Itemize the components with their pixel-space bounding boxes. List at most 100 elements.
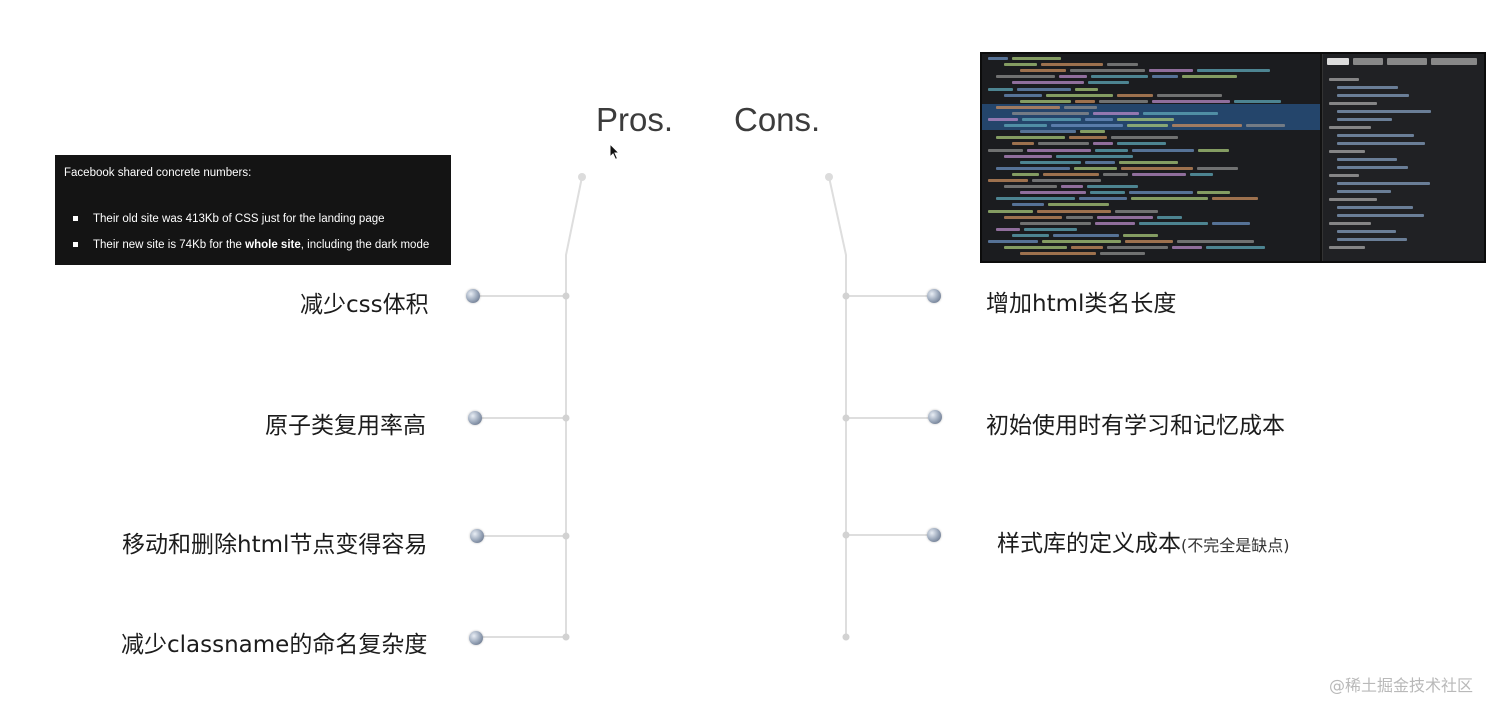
devtools-styles-panel <box>1322 54 1484 261</box>
devtools-code-token <box>1132 172 1186 176</box>
devtools-code-token <box>1074 166 1117 170</box>
devtools-code-token <box>1115 209 1158 213</box>
devtools-code-token <box>1093 111 1139 115</box>
devtools-code-token <box>1079 197 1127 201</box>
devtools-style-rule <box>1329 102 1377 105</box>
devtools-code-token <box>1123 233 1158 237</box>
devtools-code-token <box>996 75 1055 79</box>
devtools-code-token <box>1004 63 1037 67</box>
devtools-code-token <box>1020 99 1071 103</box>
devtools-style-rule <box>1337 166 1408 169</box>
devtools-code-token <box>1091 75 1148 79</box>
devtools-code-token <box>1004 215 1062 219</box>
devtools-elements-panel <box>982 54 1320 261</box>
devtools-code-token <box>1190 172 1213 176</box>
devtools-code-token <box>988 57 1008 60</box>
devtools-code-token <box>996 136 1065 140</box>
devtools-code-token <box>1087 185 1138 189</box>
devtools-code-token <box>1022 118 1081 121</box>
devtools-code-token <box>1020 69 1066 73</box>
devtools-code-token <box>1139 221 1208 225</box>
devtools-code-token <box>1097 215 1153 219</box>
devtools-code-token <box>1099 99 1148 103</box>
devtools-style-rule <box>1337 142 1425 145</box>
devtools-code-token <box>1020 221 1091 225</box>
pro-node-2 <box>468 411 482 425</box>
devtools-code-token <box>1024 227 1077 231</box>
pros-trunk-line <box>565 176 583 637</box>
devtools-code-token <box>1056 154 1133 158</box>
pros-branches <box>478 292 570 641</box>
facebook-stats-list: Their old site was 413Kb of CSS just for… <box>64 212 442 264</box>
devtools-code-token <box>988 240 1038 243</box>
devtools-code-token <box>1095 221 1135 225</box>
devtools-code-token <box>1090 191 1125 195</box>
con-branch-node-1 <box>842 292 850 300</box>
devtools-style-rule <box>1329 198 1377 201</box>
con-item-2-text: 初始使用时有学习和记忆成本 <box>986 413 1285 439</box>
devtools-code-token <box>1020 160 1081 164</box>
mouse-cursor-icon <box>609 143 621 161</box>
devtools-code-token <box>988 118 1018 121</box>
devtools-code-token <box>1152 75 1178 79</box>
devtools-style-rule <box>1337 206 1413 209</box>
devtools-code-token <box>1075 87 1098 91</box>
devtools-code-token <box>1053 233 1119 237</box>
pro-item-4: 减少classname的命名复杂度 <box>121 632 428 658</box>
devtools-code-token <box>1172 246 1202 250</box>
devtools-code-token <box>1041 63 1103 67</box>
devtools-code-token <box>988 179 1028 182</box>
facebook-stat-old-site: Their old site was 413Kb of CSS just for… <box>64 212 442 238</box>
devtools-code-token <box>1020 130 1076 134</box>
devtools-code-token <box>1043 172 1099 176</box>
devtools-style-rule <box>1337 190 1391 193</box>
devtools-code-token <box>1004 93 1042 97</box>
devtools-code-token <box>1107 246 1168 250</box>
cons-trunk-line <box>828 176 847 637</box>
cons-heading: Cons. <box>734 101 821 138</box>
devtools-tab <box>1327 58 1349 65</box>
con-item-1: 增加html类名长度 <box>986 284 1176 318</box>
devtools-code-token <box>1037 209 1111 213</box>
pro-item-3: 移动和删除html节点变得容易 <box>122 532 428 558</box>
facebook-panel-title: Facebook shared concrete numbers: <box>64 167 252 179</box>
devtools-code-token <box>1085 118 1113 121</box>
con-item-3-note: (不完全是缺点) <box>1181 536 1290 555</box>
devtools-code-token <box>1131 197 1208 201</box>
devtools-code-token <box>1085 160 1115 164</box>
devtools-code-token <box>1117 142 1166 146</box>
devtools-code-token <box>1111 136 1178 140</box>
devtools-code-token <box>1042 240 1121 243</box>
cons-top-node <box>825 173 833 181</box>
devtools-code-token <box>1012 172 1039 176</box>
devtools-code-token <box>1157 215 1182 219</box>
devtools-code-token <box>1100 252 1145 256</box>
facebook-stats-panel: Facebook shared concrete numbers: Their … <box>55 155 451 265</box>
con-branch-node-3 <box>842 531 850 539</box>
pro-branch-node-1 <box>562 292 570 300</box>
devtools-code-token <box>1143 111 1218 115</box>
devtools-style-rule <box>1329 126 1371 129</box>
devtools-code-token <box>1198 148 1229 152</box>
devtools-code-token <box>1012 81 1084 85</box>
con-branch-node-2 <box>842 414 850 422</box>
devtools-style-rule <box>1337 158 1397 161</box>
devtools-code-token <box>1051 124 1123 128</box>
devtools-code-token <box>1071 246 1103 250</box>
devtools-code-token <box>1064 105 1097 109</box>
devtools-style-rule <box>1329 78 1359 81</box>
devtools-code-token <box>988 209 1033 213</box>
devtools-code-token <box>1157 93 1222 97</box>
devtools-code-token <box>1004 246 1067 250</box>
devtools-code-token <box>1197 69 1270 73</box>
facebook-stat-old-site-text: Their old site was 413Kb of CSS just for… <box>93 213 385 225</box>
devtools-code-token <box>1197 191 1230 195</box>
devtools-code-token <box>1212 221 1250 225</box>
devtools-style-rule <box>1337 118 1392 121</box>
devtools-code-token <box>1012 142 1034 146</box>
devtools-code-token <box>1234 99 1281 103</box>
devtools-code-token <box>1012 111 1089 115</box>
devtools-code-token <box>1070 69 1145 73</box>
devtools-code-token <box>1020 191 1086 195</box>
